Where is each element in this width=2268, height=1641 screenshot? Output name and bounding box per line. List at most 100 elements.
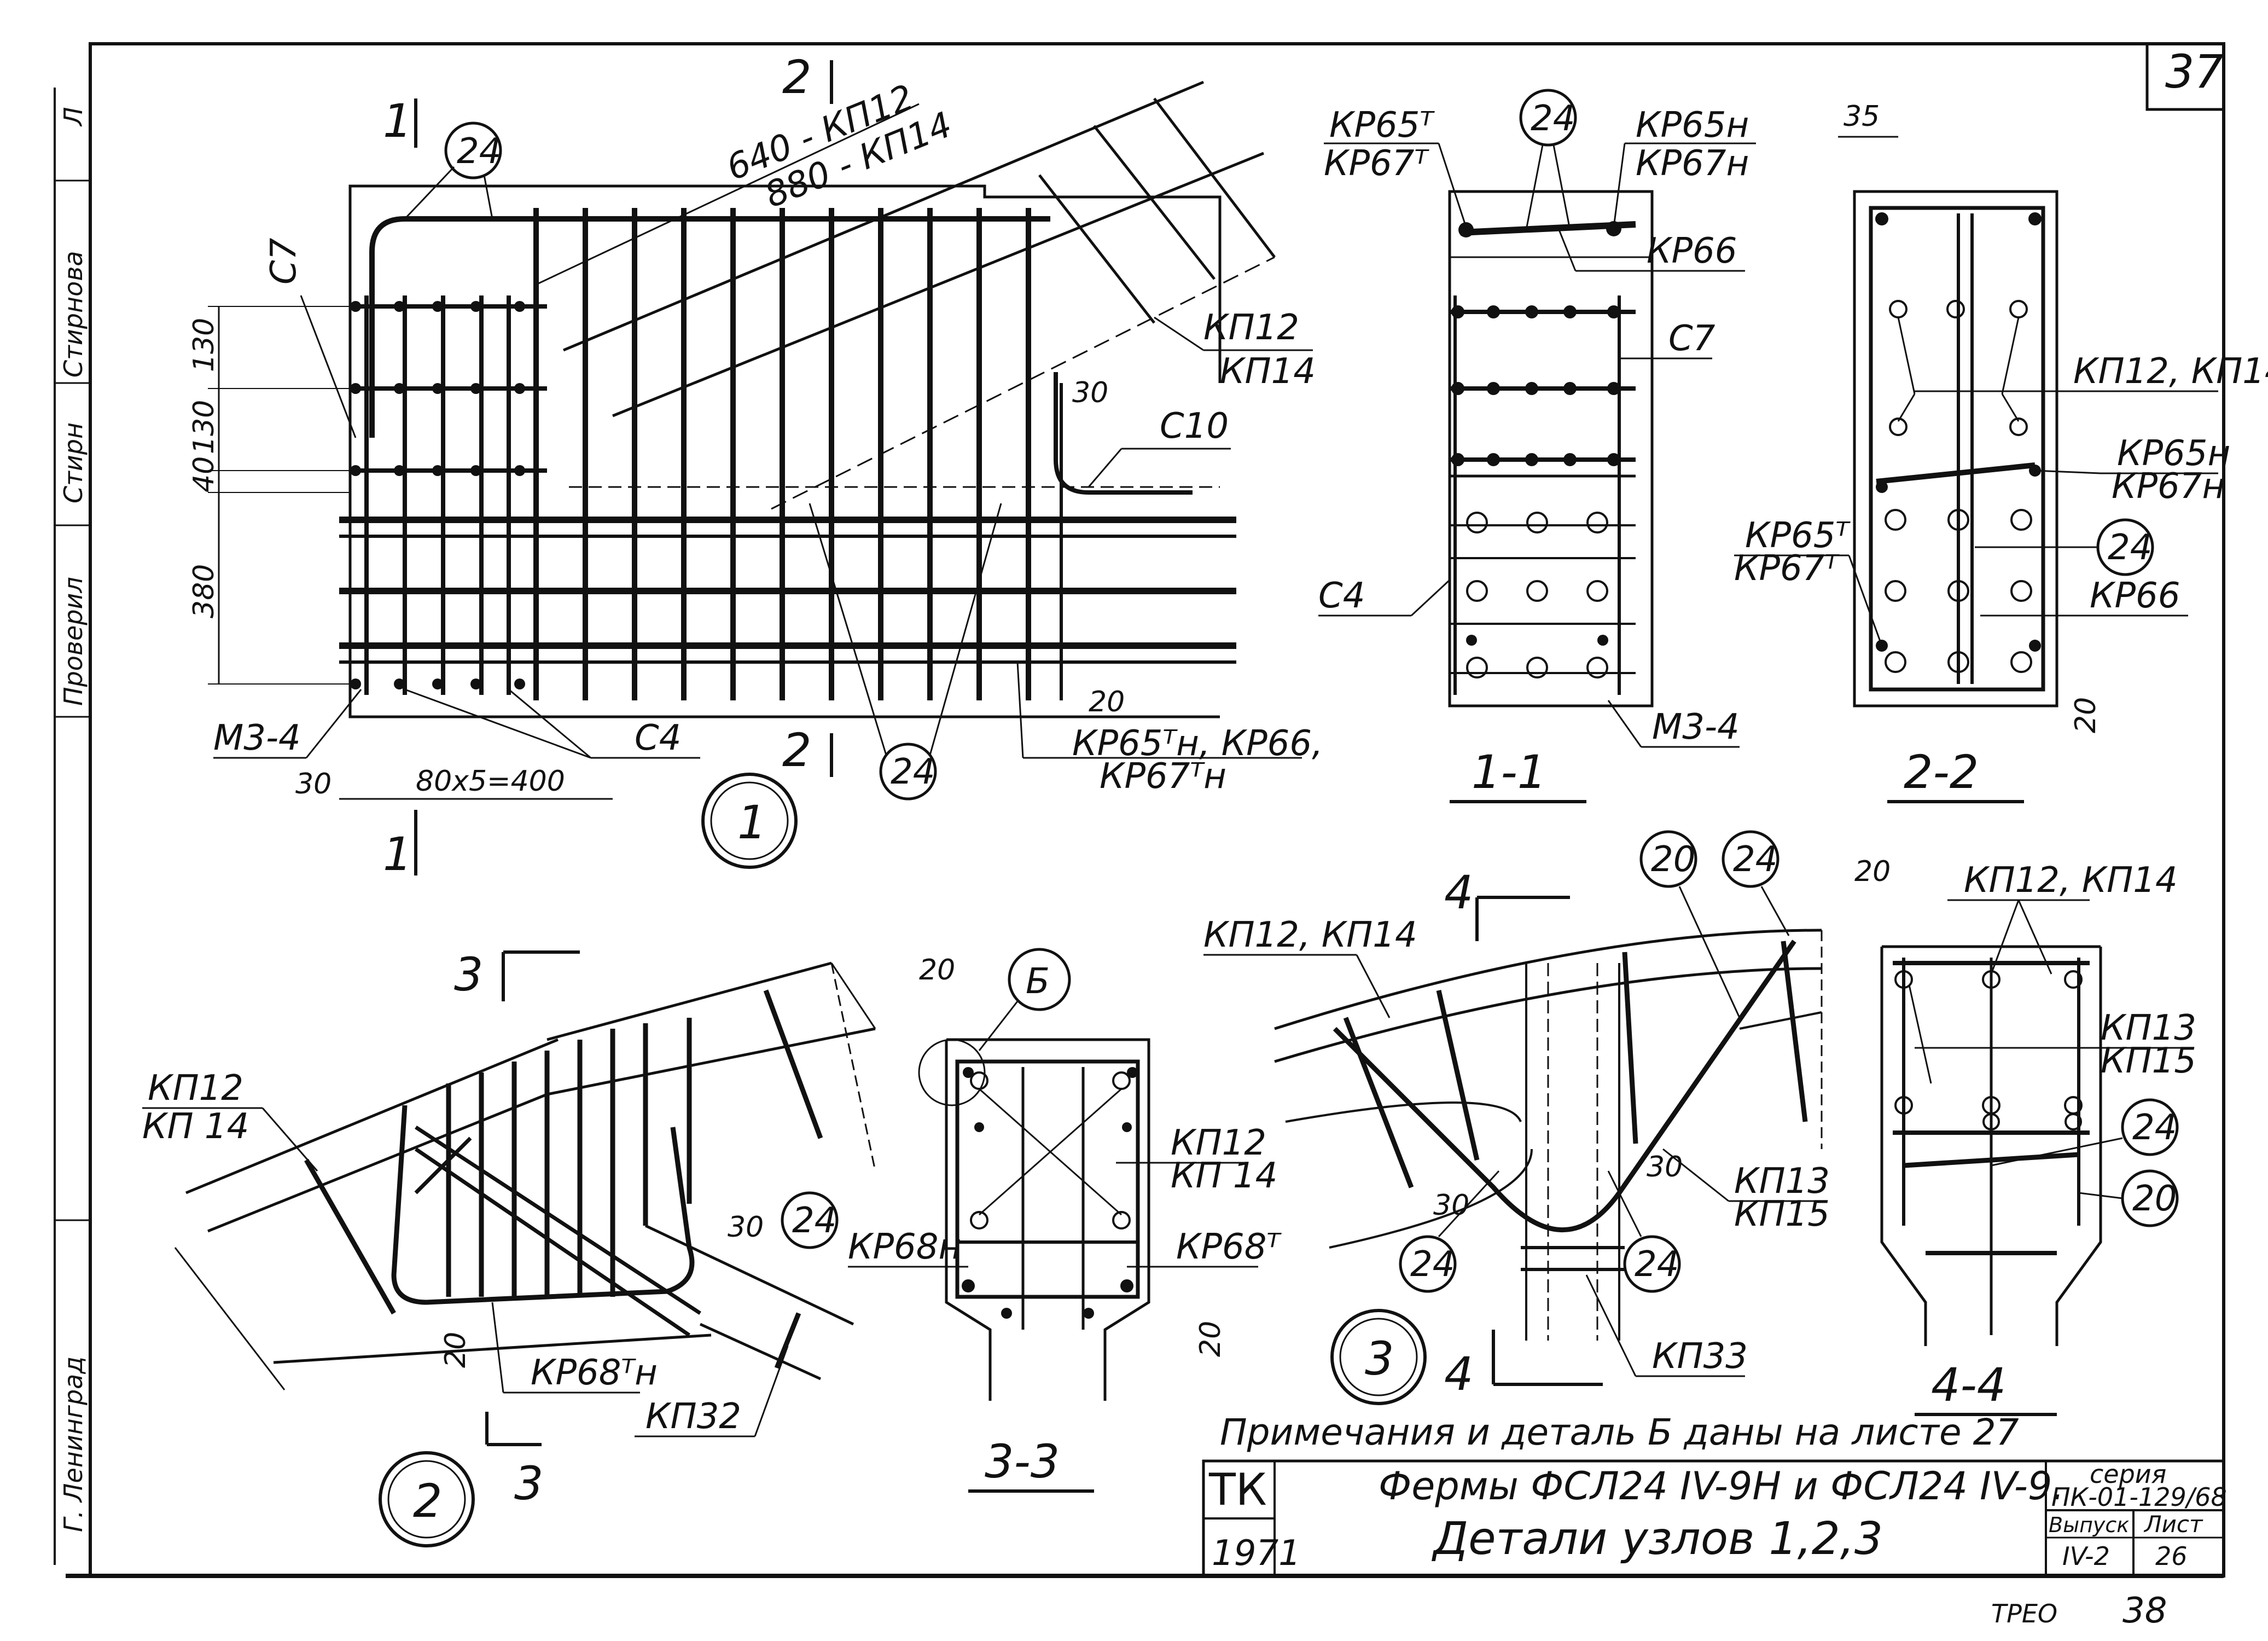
cut-1-top-label: 1 [383,94,412,148]
section11-stirrup-rows [1450,295,1636,695]
cut-1-bottom-label: 1 [383,827,412,881]
detail1-c10-bar [1054,372,1193,495]
section33-detail-b-ring [918,1039,986,1106]
detail3-kp33: КП33 [1652,1336,1748,1377]
detail1-marker [701,773,798,869]
detail1-c4-label: С4 [635,718,681,758]
detail2-kp14-label: КП 14 [142,1106,249,1147]
section11-title: 1-1 [1472,745,1546,799]
section44-dim-20: 20 [1854,855,1891,888]
detail3-kp15: КП15 [1734,1194,1830,1234]
detail1-dim-30-top: 30 [1072,376,1108,409]
detail3-callout-20-text: 20 [1651,839,1695,880]
detail3-kp13: КП13 [1734,1161,1830,1202]
section11-callout-24-text: 24 [1531,98,1575,139]
detail3-callout-24-mid-text: 24 [1635,1244,1679,1285]
bottom-stamp: ТРЕО [1991,1599,2057,1628]
detail3-stirrups [1343,941,1808,1188]
series-label: серия [2090,1459,2166,1489]
series-value: ПК-01-129/68 [2051,1482,2227,1512]
detail3-kp-label: КП12, КП14 [1203,915,1417,955]
detail1-outline [348,184,1222,718]
detail3-chord [1274,929,1823,1249]
section22-kp: КП12, КП14 [2073,351,2268,392]
sheet-value: 26 [2155,1541,2188,1571]
section11-c7: С7 [1668,318,1715,359]
detail1-bottom-refs-2: КР67ᵀн [1100,756,1226,797]
detail1-dim-130b: 130 [188,400,220,454]
title-block: ТК 1971 Фермы ФСЛ24 IV-9Н и ФСЛ24 IV-9. … [1202,1459,2227,1578]
title-line-1: Фермы ФСЛ24 IV-9Н и ФСЛ24 IV-9. [1379,1464,2065,1509]
page-number: 37 [2165,45,2224,98]
section11-kr66: КР66 [1647,231,1737,271]
cut-4-top-label: 4 [1444,866,1473,919]
section11-m34: М3-4 [1652,707,1740,747]
section33-title: 3-3 [985,1435,1060,1488]
detail3-marker [1330,1309,1427,1405]
detail2-upper-chord [185,961,876,1233]
stamp-city: Г. Ленинград [59,1356,88,1532]
detail2-lower-diagonal [273,1224,854,1381]
detail3-callout-24-top [1722,830,1779,888]
detail1-m34-label: М3-4 [213,718,301,758]
title-line-2: Детали узлов 1,2,3 [1432,1513,1883,1565]
stamp-name-1: Стирнова [59,251,88,378]
detail3-dim-30-right: 30 [1647,1151,1683,1184]
sheet-frame: 37 [66,42,2225,1578]
section11-kr65h: КР65н [1636,105,1749,146]
detail2-kr68-label: КР68ᵀн [531,1353,658,1393]
section33-rebar-dots [962,1067,1138,1319]
section33-dim-20: 20 [919,954,955,987]
detail1-stirrups [369,208,1063,700]
general-note: Примечания и деталь Б даны на листе 27 [1220,1411,2019,1453]
sheet-label: Лист [2143,1511,2203,1538]
detail1-dim-380: 380 [188,564,220,618]
detail1-c7-label: С7 [264,237,304,285]
section11-kr67h: КР67н [1636,143,1749,184]
issue-value: IV-2 [2062,1541,2110,1571]
section22-kr67t: КР67ᵀ [1734,548,1840,589]
section33-kp12: КП12 [1171,1123,1266,1163]
detail-1: 1 1 2 2 24 24 1 640 - КП12 880 - КП14 С7… [188,50,1323,881]
section11-callout-24 [1519,89,1577,147]
detail2-callout-24 [781,1191,839,1249]
section22-dim-35: 35 [1844,100,1880,133]
section33-detail-b-text: Б [1026,961,1050,1002]
section44-kp13: КП13 [2101,1008,2196,1048]
section44-title: 4-4 [1931,1358,2006,1412]
section33-dim-20-right: 20 [1194,1321,1227,1357]
section22-kr65t: КР65ᵀ [1745,515,1851,556]
detail1-dim-30: 30 [295,768,332,801]
section33-kp14: КП 14 [1171,1156,1277,1196]
cut-2-top-label: 2 [782,50,811,104]
detail3-vertical-post [1521,963,1625,1341]
section22-kr66: КР66 [2090,576,2180,616]
stamp-mark: Л [59,107,88,127]
detail1-end-cage [350,295,547,695]
cut-2-bottom-label: 2 [782,723,811,777]
detail2-marker [379,1451,475,1547]
section11-c4: С4 [1318,576,1365,616]
stamp-name-2: Стирн [59,422,88,503]
detail1-bottom-chord-bars [339,486,1236,664]
detail1-dim-130a: 130 [188,318,220,372]
cut-3-bottom-label: 3 [514,1457,543,1510]
detail2-kp32-label: КП32 [645,1396,741,1437]
stamp-role-checked: Проверил [59,577,88,706]
detail3-callout-24-top-text: 24 [1733,839,1777,880]
section33-kr68h: КР68н [848,1227,961,1267]
detail1-left-dimensions [208,306,525,685]
section-2-2: 35 КП12, КП14 КР65н КР67н КР65ᵀ КР67ᵀ 24… [1734,100,2268,803]
section22-kr67h: КР67н [2112,466,2225,507]
detail1-cut-lines [414,60,833,875]
section22-callout-24-text: 24 [2108,527,2152,568]
detail1-c10-label: С10 [1160,406,1229,447]
section11-rebar-dots [1451,305,1620,679]
section44-callout-24 [2121,1098,2179,1156]
detail3-v-bar [1333,940,1796,1232]
section11-kr67t: КР67ᵀ [1324,143,1429,184]
section-4-4: 20 КП12, КП14 КП13 КП15 24 20 4-4 [1854,855,2196,1416]
detail1-callout-24-text: 24 [457,131,501,172]
detail3-callout-24-mid [1623,1235,1681,1293]
detail3-callout-24-left-text: 24 [1410,1244,1455,1285]
